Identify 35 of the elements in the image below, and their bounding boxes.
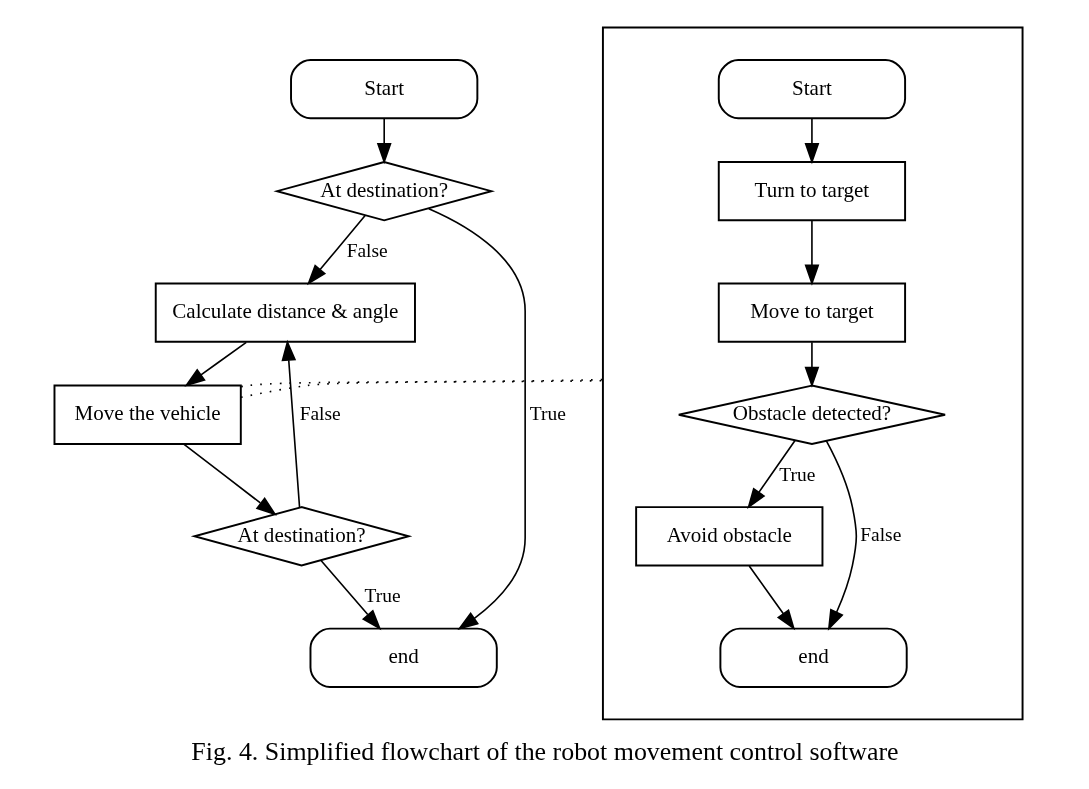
edge-label: False xyxy=(299,402,341,424)
arrow xyxy=(306,214,366,286)
node-box: Calculate distance & angle xyxy=(154,282,416,343)
node-diamond: At destination? xyxy=(272,161,495,222)
edge-label: True xyxy=(364,585,401,607)
node-box: end xyxy=(309,627,498,688)
arrow xyxy=(746,439,796,510)
node-box: Start xyxy=(289,58,478,120)
arrow xyxy=(280,339,300,508)
arrow xyxy=(376,117,392,165)
arrow xyxy=(747,565,795,631)
node-box: Start xyxy=(717,58,906,120)
node-box: end xyxy=(718,627,908,688)
cluster xyxy=(601,26,1024,721)
connector xyxy=(239,379,604,399)
connector xyxy=(239,378,604,388)
edge-label: False xyxy=(346,239,388,261)
edge-label: False xyxy=(859,524,901,546)
arrow xyxy=(427,207,526,630)
node-box: Move to target xyxy=(717,282,906,343)
arrow xyxy=(804,220,819,286)
arrow xyxy=(804,341,819,388)
arrow xyxy=(825,440,857,631)
node-diamond: Obstacle detected? xyxy=(677,384,946,445)
arrow xyxy=(183,341,247,387)
node-box: Avoid obstacle xyxy=(634,506,823,567)
edge-label: True xyxy=(529,402,566,424)
arrow xyxy=(804,117,819,165)
arrow xyxy=(182,443,277,516)
node-box: Move the vehicle xyxy=(53,384,242,445)
node-box: Turn to target xyxy=(717,161,906,222)
node-diamond: At destination? xyxy=(190,506,412,567)
arrow xyxy=(319,559,381,631)
caption: Fig. 4. Simplified flowchart of the robot movement control software xyxy=(190,736,899,766)
edge-label: True xyxy=(778,463,815,485)
